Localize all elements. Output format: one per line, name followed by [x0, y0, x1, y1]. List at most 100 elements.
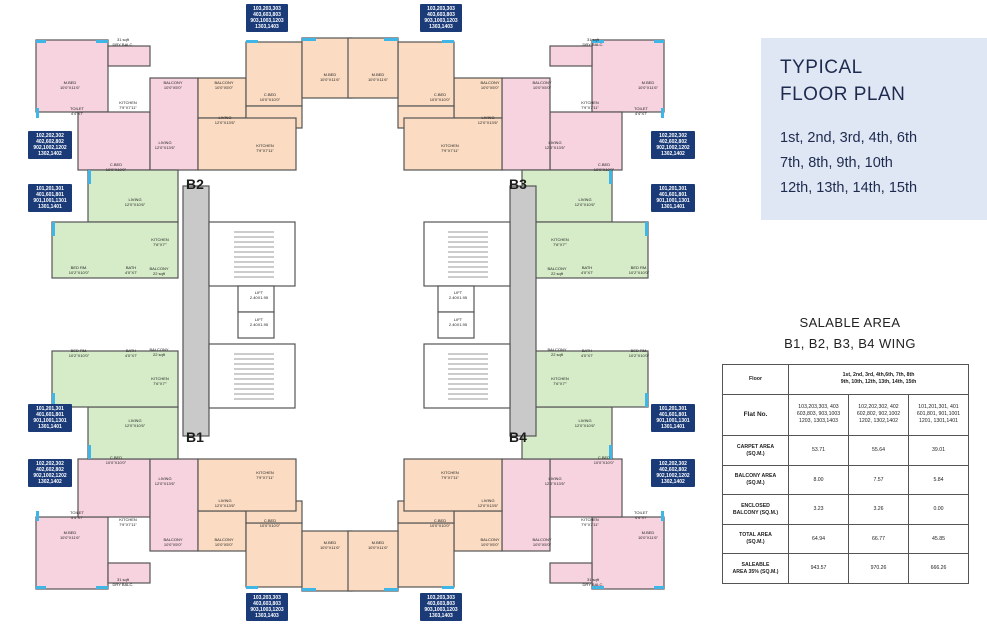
- room-label-cbed: C.BED 10'0"X10'0": [429, 518, 451, 528]
- table-cell: 66.77: [848, 523, 909, 555]
- table-cell: 39.01: [908, 435, 969, 466]
- wing-label-b2: B2: [186, 176, 204, 192]
- flat-tag-right-02-top: 102,202,302 402,602,802 902,1002,1202 13…: [651, 131, 695, 159]
- window: [36, 586, 46, 589]
- lift: [237, 311, 275, 339]
- room-label-balcony: BALCONY 10'0"X5'0": [214, 80, 234, 90]
- flat-tag-bottom-left: 103,203,303 403,603,803 903,1003,1203 13…: [246, 593, 288, 621]
- title-line-1: TYPICAL: [780, 57, 863, 78]
- flat-tag-left-02-top: 102,202,302 402,602,802 902,1002,1202 13…: [28, 131, 72, 159]
- staircase: [423, 343, 511, 409]
- flat-03-room: [549, 458, 623, 518]
- flat-03-room: [549, 45, 593, 67]
- window: [246, 586, 258, 589]
- room-label-kitchen: KITCHEN 7'9"X7'11": [441, 143, 459, 153]
- room-label-cbed: C.BED 10'0"X10'0": [105, 455, 127, 465]
- room-label-lift: LIFT 2.40X1.95: [249, 290, 269, 300]
- table-row-floor: Floor 1st, 2nd, 3rd, 4th,6th, 7th, 8th 9…: [722, 364, 969, 395]
- room-label-cbed: C.BED 10'0"X10'0": [429, 92, 451, 102]
- room-label-dry-balcony: 31 sqft DRY BALC.: [582, 577, 604, 587]
- room-label-mbed: M.BED 10'0"X11'6": [319, 72, 341, 82]
- room-label-cbed: C.BED 10'0"X10'0": [259, 92, 281, 102]
- title-text: TYPICAL FLOOR PLAN: [780, 54, 905, 108]
- room-label-mbed: M.BED 10'0"X11'6": [367, 540, 389, 550]
- room-label-kitchen: KITCHEN 7'9"X7'11": [581, 100, 599, 110]
- table-header-flat: Flat No.: [722, 393, 789, 437]
- table-row-label: BALCONY AREA (SQ.M.): [722, 464, 789, 496]
- flat-03-room: [35, 39, 109, 113]
- flat-02-room: [347, 37, 399, 99]
- window: [36, 40, 46, 43]
- room-label-balcony: BALCONY 10'0"X5'0": [214, 537, 234, 547]
- table-cell-flat: 102,202,302, 402 602,802, 902,1002 1202,…: [848, 393, 909, 437]
- room-label-living: LIVING 12'0"X13'6": [154, 476, 176, 486]
- table-cell: 970.26: [848, 553, 909, 584]
- flat-tag-left-01-top: 101,201,301 401,601,801 901,1001,1301 13…: [28, 184, 72, 212]
- salable-area-heading: SALABLE AREA B1, B2, B3, B4 WING: [760, 312, 940, 354]
- room-label-balcony: BALCONY 10'0"X5'0": [480, 80, 500, 90]
- flat-03-room: [35, 516, 109, 590]
- room-label-dry-balcony: 31 sqft DRY BALC.: [112, 577, 134, 587]
- flat-03-room: [591, 39, 665, 113]
- flat-03-room: [149, 77, 199, 171]
- floor-plan-drawing: [35, 37, 665, 592]
- window: [661, 511, 664, 521]
- salable-heading-line-2: B1, B2, B3, B4 WING: [784, 336, 916, 351]
- room-label-bed: BED RM. 10'2"X10'0": [628, 348, 650, 358]
- room-label-kitchen: KITCHEN 7'6"X7'": [551, 237, 569, 247]
- room-label-mbed: M.BED 10'0"X11'6": [637, 80, 659, 90]
- flat-03-room: [501, 77, 551, 171]
- table-row-label: SALEABLE AREA 35% (SQ.M.): [722, 553, 789, 584]
- flat-03-room: [501, 458, 551, 552]
- window: [302, 588, 316, 591]
- table-cell: 3.26: [848, 494, 909, 525]
- flat-03-room: [77, 458, 151, 518]
- room-label-cbed: C.BED 10'0"X10'0": [259, 518, 281, 528]
- room-label-kitchen: KITCHEN 7'6"X7'": [151, 376, 169, 386]
- window: [645, 222, 648, 236]
- window: [36, 108, 39, 118]
- table-row-label: TOTAL AREA (SQ.M.): [722, 523, 789, 555]
- lift: [237, 285, 275, 313]
- title-line-2: FLOOR PLAN: [780, 84, 906, 105]
- room-label-mbed: M.BED 10'0"X11'6": [59, 80, 81, 90]
- table-row: BALCONY AREA (SQ.M.) 8.00 7.57 5.84: [722, 464, 969, 496]
- flat-tag-right-02-bottom: 102,202,302 402,602,802 902,1002,1202 13…: [651, 459, 695, 487]
- table-cell: 666.26: [908, 553, 969, 584]
- room-label-living: LIVING 12'0"X10'6": [124, 418, 146, 428]
- room-label-kitchen: KITCHEN 7'9"X7'11": [256, 143, 274, 153]
- window: [645, 393, 648, 407]
- room-label-mbed: M.BED 10'0"X11'6": [637, 530, 659, 540]
- flat-tag-left-02-bottom: 102,202,302 402,602,802 902,1002,1202 13…: [28, 459, 72, 487]
- table-row: TOTAL AREA (SQ.M.) 64.94 66.77 45.85: [722, 523, 969, 555]
- room-label-balcony: BALCONY 10'0"X5'0": [532, 80, 552, 90]
- room-label-kitchen: KITCHEN 7'9"X7'11": [581, 517, 599, 527]
- room-label-toilet: TOILET 4'4"X7': [70, 106, 84, 116]
- room-label-living: LIVING 12'0"X13'6": [477, 115, 499, 125]
- window: [384, 38, 398, 41]
- flat-tag-top-right: 103,203,303 403,603,803 903,1003,1203 13…: [420, 4, 462, 32]
- corridor: [509, 185, 537, 437]
- table-row-flat: Flat No. 103,203,303, 403 603,803, 903,1…: [722, 393, 969, 437]
- window: [654, 586, 664, 589]
- staircase: [208, 343, 296, 409]
- floor-list-line-2: 7th, 8th, 9th, 10th: [780, 155, 893, 171]
- room-label-kitchen: KITCHEN 7'6"X7'": [151, 237, 169, 247]
- flat-02-room: [301, 530, 353, 592]
- flat-01-room: [521, 169, 613, 223]
- room-label-balcony: BALCONY 22 sqft: [547, 347, 567, 357]
- room-label-kitchen: KITCHEN 7'9"X7'11": [119, 100, 137, 110]
- room-label-toilet: TOILET 4'4"X7': [634, 106, 648, 116]
- window: [661, 108, 664, 118]
- room-label-living: LIVING 12'0"X13'6": [544, 476, 566, 486]
- room-label-mbed: M.BED 10'0"X11'6": [319, 540, 341, 550]
- table-cell: 55.64: [848, 435, 909, 466]
- room-label-lift: LIFT 2.40X1.95: [448, 317, 468, 327]
- room-label-bath: BATH 4'0"X7': [124, 265, 138, 275]
- window: [36, 511, 39, 521]
- table-cell-flat: 101,201,301, 401 601,801, 901,1001 1201,…: [908, 393, 969, 437]
- room-label-cbed: C.BED 10'0"X10'0": [593, 162, 615, 172]
- room-label-lift: LIFT 2.40X1.95: [249, 317, 269, 327]
- window: [442, 586, 454, 589]
- table-cell: 45.85: [908, 523, 969, 555]
